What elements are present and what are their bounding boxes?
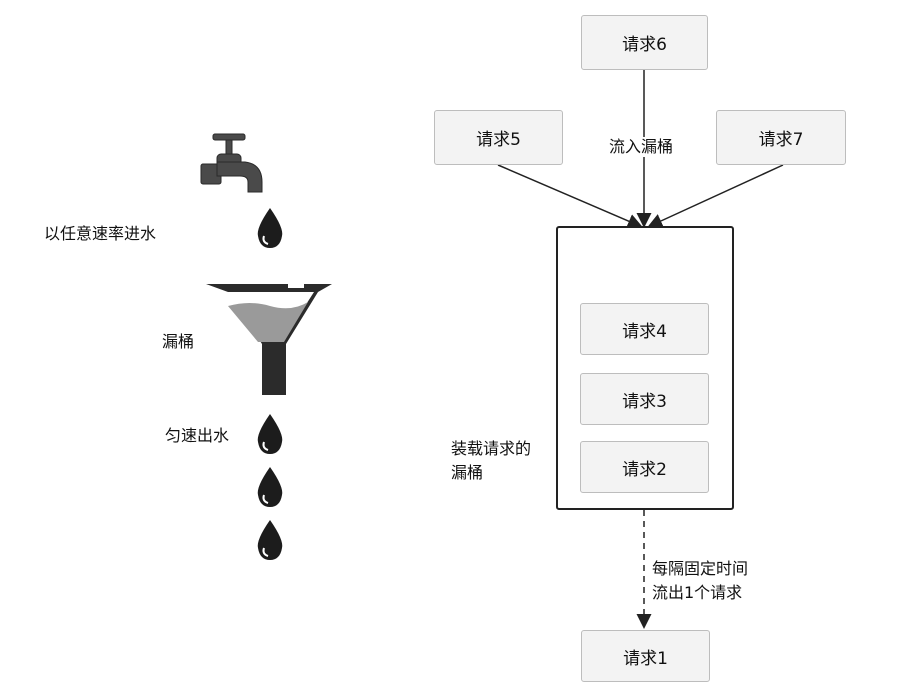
water-drop-icon xyxy=(257,208,283,248)
outflow-label-line1: 每隔固定时间 xyxy=(652,559,749,578)
bucket-label-line1: 装载请求的 xyxy=(451,439,532,458)
queued-request: 请求3 xyxy=(580,373,709,425)
inflow-label: 以任意速率进水 xyxy=(44,224,157,243)
bucket-label: 漏桶 xyxy=(162,332,195,351)
request-box-top: 请求6 xyxy=(581,15,708,70)
water-drop-icon xyxy=(257,520,283,560)
request-box-right: 请求7 xyxy=(716,110,846,165)
outflow-label-line2: 流出1个请求 xyxy=(652,583,743,602)
water-drop-icon xyxy=(257,414,283,454)
queued-request: 请求2 xyxy=(580,441,709,493)
inflow-arrow-label: 流入漏桶 xyxy=(609,137,674,157)
queued-request: 请求4 xyxy=(580,303,709,355)
request-box-out: 请求1 xyxy=(581,630,710,682)
request-box-left: 请求5 xyxy=(434,110,563,165)
outflow-label: 匀速出水 xyxy=(165,426,230,445)
bucket-label-line2: 漏桶 xyxy=(451,463,484,482)
water-drop-icon xyxy=(257,467,283,507)
